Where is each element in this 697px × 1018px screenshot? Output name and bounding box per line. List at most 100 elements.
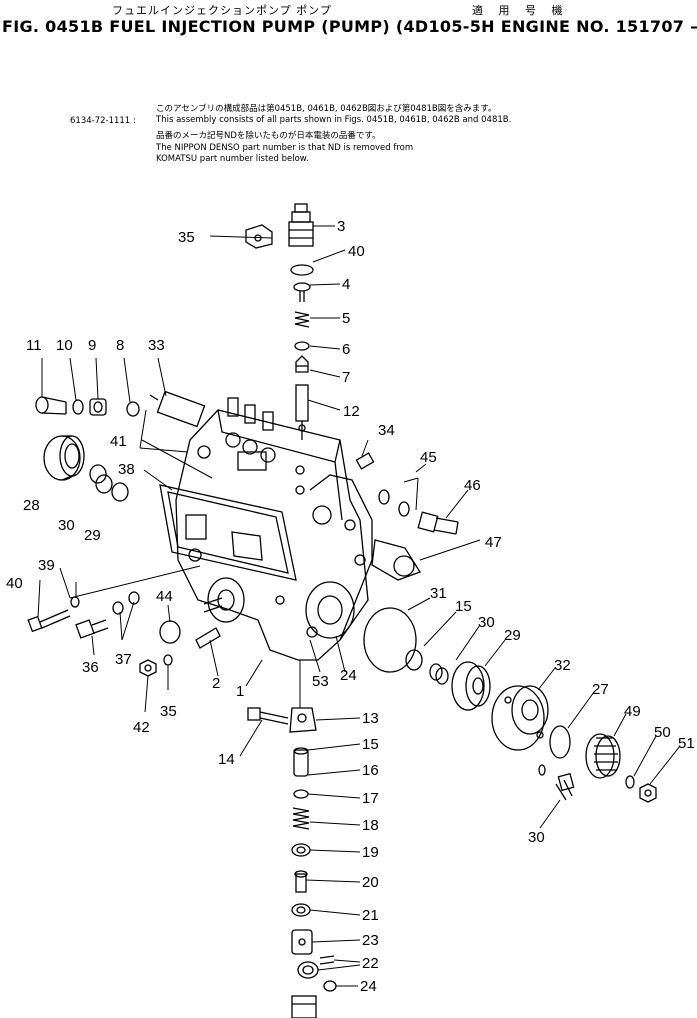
callout-label: 29 <box>84 527 101 544</box>
union-part <box>89 398 107 416</box>
callout-label: 37 <box>115 651 132 668</box>
tappet-part <box>293 747 309 777</box>
callout-label: 36 <box>82 659 99 676</box>
callout-label: 18 <box>362 817 379 834</box>
solenoid-part <box>149 390 206 428</box>
shim-part <box>435 667 449 685</box>
callout-label: 15 <box>362 736 379 753</box>
callout-label: 32 <box>554 657 571 674</box>
callout-label: 13 <box>362 710 379 727</box>
callout-label: 14 <box>218 751 235 768</box>
cap-part <box>371 539 421 581</box>
callout-label: 20 <box>362 874 379 891</box>
pin-part <box>319 955 335 965</box>
callout-label: 19 <box>362 844 379 861</box>
clamp-part <box>289 707 317 733</box>
o-ring-part <box>159 620 181 644</box>
callout-label: 41 <box>110 433 127 450</box>
callout-label: 24 <box>360 978 377 995</box>
seat-part <box>293 789 309 799</box>
callout-label: 9 <box>88 337 96 354</box>
camshaft-part <box>291 995 317 1018</box>
shim-part <box>89 464 107 484</box>
collar-part <box>549 725 571 759</box>
shim-part <box>95 474 113 494</box>
callout-label: 24 <box>340 667 357 684</box>
callout-label: 38 <box>118 461 135 478</box>
callout-label: 10 <box>56 337 73 354</box>
washer-part <box>128 591 140 605</box>
tappet-body-part <box>291 929 313 955</box>
callout-label: 22 <box>362 955 379 972</box>
bracket-part <box>245 224 273 249</box>
callout-label: 2 <box>212 675 220 692</box>
delivery-valve-holder-part <box>288 203 314 247</box>
callout-label: 23 <box>362 932 379 949</box>
callout-label: 29 <box>504 627 521 644</box>
oil-seal-part <box>111 482 129 502</box>
callout-label: 34 <box>378 422 395 439</box>
callout-label: 6 <box>342 341 350 358</box>
plunger-part <box>294 870 308 893</box>
callout-label: 31 <box>430 585 447 602</box>
callout-label: 5 <box>342 310 350 327</box>
leader-lines <box>37 225 681 987</box>
oil-seal-part <box>405 649 423 671</box>
bearing-part <box>451 661 491 711</box>
callout-label: 17 <box>362 790 379 807</box>
japanese-title: フュエルインジェクションポンプ ポンプ <box>112 4 332 17</box>
roller-pin-part <box>323 980 337 992</box>
callout-label: 21 <box>362 907 379 924</box>
callout-label: 30 <box>528 829 545 846</box>
figure-title: FIG. 0451B FUEL INJECTION PUMP (PUMP) (4… <box>2 17 697 36</box>
banjo-bolt-part <box>35 396 67 415</box>
callout-label: 53 <box>312 673 329 690</box>
stud-part <box>195 627 221 649</box>
screw-part <box>27 609 71 633</box>
note-jp-line-1: このアセンブリの構成部品は第0451B, 0461B, 0462B図および第04… <box>156 104 497 114</box>
callout-label: 28 <box>23 497 40 514</box>
callout-label: 16 <box>362 762 379 779</box>
callout-label: 27 <box>592 681 609 698</box>
governor-housing-side <box>309 474 373 641</box>
bearing-housing-part <box>491 685 549 751</box>
note-jp-line-2: 品番のメーカ記号NDを除いたものが日本電装の品番です。 <box>156 131 381 141</box>
bolt-part <box>417 511 459 535</box>
callout-label: 39 <box>38 557 55 574</box>
callout-label: 4 <box>342 276 350 293</box>
bolt-part <box>75 619 109 639</box>
japanese-applicable-label: 適 用 号 機 <box>472 4 569 17</box>
washer-part <box>625 775 635 789</box>
callout-label: 40 <box>6 575 23 592</box>
callout-label: 11 <box>26 337 42 354</box>
shim-part <box>429 663 443 681</box>
roller-part <box>297 961 319 979</box>
callout-label: 47 <box>485 534 502 551</box>
nut-part <box>639 783 657 803</box>
valve-seat-part <box>295 355 309 373</box>
washer-part <box>70 596 80 608</box>
adjusting-shim-part <box>291 903 311 917</box>
spring-seat-part <box>291 843 311 857</box>
stud-part <box>203 597 223 613</box>
bolt-part <box>247 707 289 725</box>
note-en-line-2: The NIPPON DENSO part number is that ND … <box>156 143 414 153</box>
washer-part <box>72 399 84 415</box>
callout-label: 33 <box>148 337 165 354</box>
washer-part <box>398 501 410 517</box>
gear-part <box>585 733 621 779</box>
plug-part <box>355 452 375 470</box>
gasket-part <box>294 341 310 351</box>
callout-label: 45 <box>420 449 437 466</box>
gasket-part <box>363 607 417 673</box>
callout-label: 35 <box>178 229 195 246</box>
callout-label: 30 <box>58 517 75 534</box>
spring-part <box>292 807 310 830</box>
pin-part <box>538 764 546 776</box>
callout-label: 40 <box>348 243 365 260</box>
callout-label: 7 <box>342 369 350 386</box>
spring-part <box>294 311 310 328</box>
bearing-part <box>43 435 85 481</box>
callout-label: 49 <box>624 703 641 720</box>
